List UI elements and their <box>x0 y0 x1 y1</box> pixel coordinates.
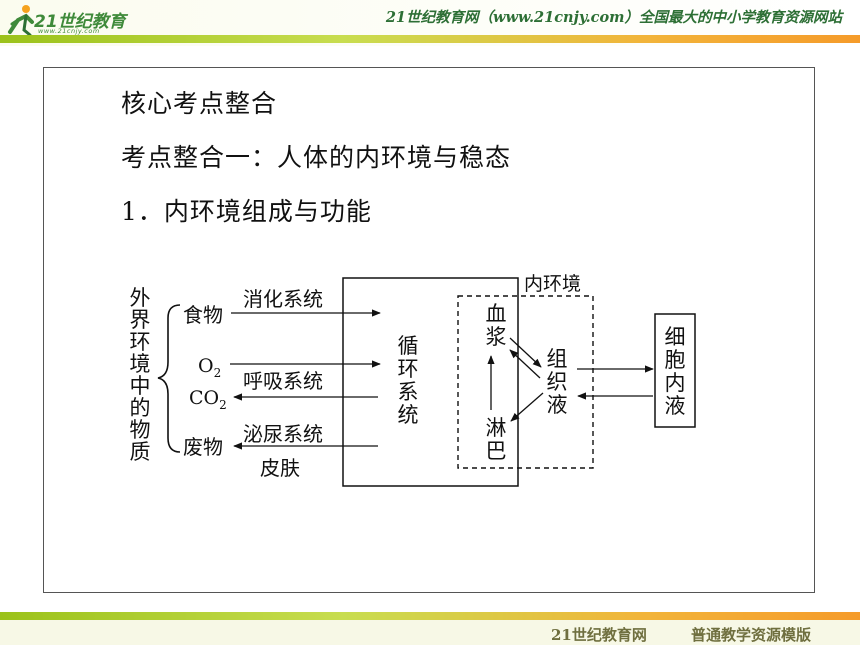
svg-text:细: 细 <box>665 325 686 349</box>
urinary-system-label: 泌尿系统 <box>243 422 323 446</box>
intracellular-fluid-label: 细 胞 内 液 <box>665 325 686 418</box>
outer-label-char: 环 <box>130 330 151 354</box>
subtopic-title: 1．内环境组成与功能 <box>121 197 372 226</box>
waste-label: 废物 <box>183 435 223 459</box>
svg-text:液: 液 <box>547 393 568 417</box>
runner-logo-icon <box>8 5 34 37</box>
logo-url: www.21cnjy.com <box>38 27 100 35</box>
svg-text:系: 系 <box>398 380 419 404</box>
svg-text:浆: 浆 <box>486 325 507 349</box>
svg-text:内: 内 <box>665 371 686 395</box>
svg-text:组: 组 <box>547 347 568 371</box>
site-logo[interactable]: 21世纪教育 www.21cnjy.com <box>4 2 154 38</box>
topic-title: 考点整合一：人体的内环境与稳态 <box>121 143 512 172</box>
outer-label-char: 质 <box>130 440 151 464</box>
circulation-system-box <box>342 277 519 487</box>
tissue-to-plasma-arrow <box>509 349 541 379</box>
logo-text: 21世纪教育 <box>34 12 126 32</box>
outer-label-char: 外 <box>130 286 151 310</box>
outer-substances-label: 外 界 环 境 中 的 物 质 <box>130 286 151 464</box>
co2-label: CO2 <box>189 387 227 412</box>
o2-label: O2 <box>198 355 221 380</box>
svg-text:统: 统 <box>398 403 419 427</box>
svg-text:血: 血 <box>486 302 507 326</box>
respiratory-system-label: 呼吸系统 <box>243 369 323 393</box>
outer-label-char: 的 <box>130 396 151 420</box>
internal-environment-label: 内环境 <box>524 273 581 295</box>
section-title: 核心考点整合 <box>121 89 278 118</box>
svg-text:淋: 淋 <box>486 416 507 440</box>
header-slogan[interactable]: 21世纪教育网（www.21cnjy.com）全国最大的中小学教育资源网站 <box>385 9 842 26</box>
svg-text:巴: 巴 <box>486 439 507 463</box>
plasma-to-tissue-arrow <box>509 337 542 368</box>
svg-text:循: 循 <box>398 334 419 358</box>
footer-color-bar <box>0 612 860 620</box>
food-label: 食物 <box>183 303 223 327</box>
tissue-to-lymph-arrow <box>510 392 544 422</box>
outer-label-char: 中 <box>130 374 151 398</box>
svg-text:胞: 胞 <box>665 348 686 372</box>
footer-template-label: 普通教学资源模版 <box>691 626 812 644</box>
header-color-bar <box>0 35 860 43</box>
skin-label: 皮肤 <box>260 456 300 480</box>
digestive-system-label: 消化系统 <box>243 287 323 311</box>
left-brace <box>157 304 181 453</box>
tissue-fluid-label: 组 织 液 <box>547 347 568 417</box>
footer-banner: 21世纪教育网 普通教学资源模版 <box>0 612 860 645</box>
intracellular-fluid-box <box>654 313 696 428</box>
svg-text:环: 环 <box>398 357 419 381</box>
plasma-label: 血 浆 <box>486 302 507 349</box>
footer-site-name[interactable]: 21世纪教育网 <box>551 626 647 644</box>
svg-text:织: 织 <box>547 370 568 394</box>
internal-environment-box <box>457 295 594 469</box>
slide-content-frame: 核心考点整合 考点整合一：人体的内环境与稳态 1．内环境组成与功能 <box>43 67 815 593</box>
outer-label-char: 物 <box>130 418 151 442</box>
outer-label-char: 境 <box>130 352 151 376</box>
header-banner: 21世纪教育 www.21cnjy.com 21世纪教育网（www.21cnjy… <box>0 0 860 46</box>
circulation-system-label: 循 环 系 统 <box>398 334 419 427</box>
svg-text:液: 液 <box>665 394 686 418</box>
lymph-label: 淋 巴 <box>486 416 507 463</box>
outer-label-char: 界 <box>130 308 151 332</box>
